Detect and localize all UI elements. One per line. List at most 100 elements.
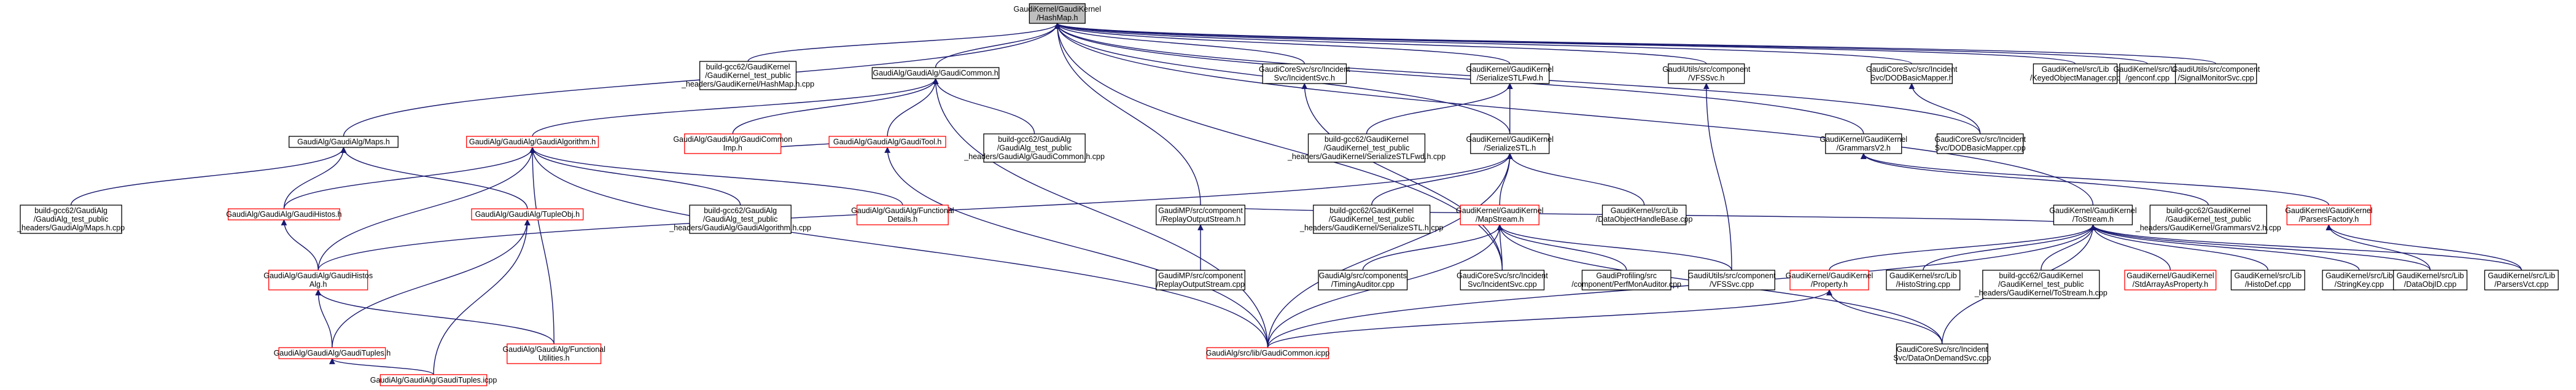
node-n29[interactable]: build-gcc62/GaudiKernel/GaudiKernel_test… <box>2135 205 2281 234</box>
edge-n9-to-root <box>1054 23 2217 64</box>
node-label-line: GaudiUtils/src/component <box>1662 65 1751 74</box>
edge-n35-to-n26 <box>1496 224 1627 271</box>
node-n11[interactable]: GaudiAlg/GaudiAlg/GaudiAlgorithm.h <box>466 136 599 148</box>
node-box <box>466 136 599 148</box>
node-label-line: /SerializeSTLFwd.h <box>1477 74 1543 82</box>
node-n33[interactable]: GaudiAlg/src/components/TimingAuditor.cp… <box>1318 270 1408 291</box>
node-box <box>1825 133 1902 154</box>
node-n48[interactable]: GaudiCoreSvc/src/IncidentSvc/DataOnDeman… <box>1893 343 1991 364</box>
node-label-line: GaudiKernel/GaudiKernel <box>1466 135 1554 144</box>
node-n24[interactable]: GaudiMP/src/component/ReplayOutputStream… <box>1156 205 1245 225</box>
node-box <box>1886 270 1961 291</box>
node-box <box>1470 63 1550 84</box>
node-label-line: /GaudiKernel_test_public <box>1998 280 2084 289</box>
node-label-line: GaudiCoreSvc/src/Incident <box>1866 65 1958 74</box>
node-label-line: /TimingAuditor.cpp <box>1331 280 1395 289</box>
node-n32[interactable]: GaudiMP/src/component/ReplayOutputStream… <box>1156 270 1245 291</box>
node-box <box>2393 270 2468 291</box>
node-n2[interactable]: GaudiAlg/GaudiAlg/GaudiCommon.h <box>871 67 1000 79</box>
node-n21[interactable]: GaudiAlg/GaudiAlg/TupleObj.h <box>471 208 584 220</box>
edge-n47-to-n11 <box>529 147 1269 348</box>
node-n49[interactable]: GaudiAlg/GaudiAlg/GaudiTuples.icpp <box>370 374 497 386</box>
node-label-line: Svc/DataOnDemandSvc.cpp <box>1893 354 1991 362</box>
edge-n12-to-n2 <box>732 78 939 135</box>
edge-n7-to-root <box>1054 23 2076 64</box>
node-n6[interactable]: GaudiCoreSvc/src/IncidentSvc/DODBasicMap… <box>1866 63 1958 84</box>
edge-n47-to-n28 <box>1267 224 2096 348</box>
node-n41[interactable]: GaudiKernel/src/Lib/HistoDef.cpp <box>2230 270 2305 291</box>
node-label-line: /MapStream.h <box>1476 215 1524 224</box>
node-n35[interactable]: GaudiProfiling/src/component/PerfMonAudi… <box>1571 270 1681 291</box>
node-n30[interactable]: GaudiKernel/GaudiKernel/ParsersFactory.h <box>2285 205 2373 225</box>
node-box <box>227 208 340 220</box>
node-label-line: GaudiCoreSvc/src/Incident <box>1896 345 1988 354</box>
node-box <box>379 374 488 386</box>
node-box <box>278 347 386 359</box>
node-label-line: build-gcc62/GaudiKernel <box>706 63 790 71</box>
node-label-line: /GaudiAlg_test_public <box>997 144 1072 152</box>
node-n9[interactable]: GaudiUtils/src/component/SignalMonitorSv… <box>2172 63 2260 84</box>
node-root[interactable]: GaudiKernel/GaudiKernel/HashMap.h <box>1014 3 1101 24</box>
node-n16[interactable]: GaudiKernel/GaudiKernel/SerializeSTL.h <box>1466 133 1554 154</box>
node-label-line: GaudiAlg/GaudiAlg/Functional <box>851 206 954 215</box>
node-label-line: GaudiKernel/GaudiKernel <box>1456 206 1543 215</box>
node-box <box>1029 3 1086 24</box>
node-label-line: GaudiKernel/GaudiKernel <box>1786 271 1873 280</box>
edge-n2-to-root <box>935 23 1060 68</box>
node-label-line: Svc/IncidentSvc.h <box>1274 74 1335 82</box>
node-label-line: /VFSSvc.cpp <box>1710 280 1754 289</box>
node-n18[interactable]: GaudiCoreSvc/src/IncidentSvc/DODBasicMap… <box>1934 133 2026 154</box>
node-n13[interactable]: GaudiAlg/GaudiAlg/GaudiTool.h <box>828 136 946 148</box>
node-label-line: GaudiAlg/GaudiAlg/Maps.h <box>297 138 390 146</box>
node-n15[interactable]: build-gcc62/GaudiKernel/GaudiKernel_test… <box>1287 133 1446 163</box>
node-n14[interactable]: build-gcc62/GaudiAlg/GaudiAlg_test_publi… <box>963 133 1105 163</box>
node-n38[interactable]: GaudiKernel/src/Lib/HistoString.cpp <box>1886 270 1961 291</box>
node-n22[interactable]: build-gcc62/GaudiAlg/GaudiAlg_test_publi… <box>669 205 811 234</box>
node-n47[interactable]: GaudiAlg/src/lib/GaudiCommon.icpp <box>1206 347 1330 359</box>
edge-n28-to-root <box>1054 23 2094 206</box>
edge-n29-to-n17 <box>1860 153 2209 206</box>
node-n42[interactable]: GaudiKernel/src/Lib/StringKey.cpp <box>2322 270 2397 291</box>
node-label-line: Svc/DODBasicMapper.cpp <box>1935 144 2026 152</box>
edge-n34-to-n26 <box>1496 224 1503 271</box>
node-n34[interactable]: GaudiCoreSvc/src/IncidentSvc/IncidentSvc… <box>1457 270 1548 291</box>
edge-n49-to-n45 <box>329 358 434 375</box>
edge-n46-to-n31 <box>315 289 555 345</box>
node-n40[interactable]: GaudiKernel/GaudiKernel/StdArrayAsProper… <box>2124 270 2217 291</box>
node-label-line: /HistoString.cpp <box>1896 280 1950 289</box>
node-box <box>1601 205 1687 225</box>
node-n4[interactable]: GaudiKernel/GaudiKernel/SerializeSTLFwd.… <box>1466 63 1554 84</box>
node-n1[interactable]: build-gcc62/GaudiKernel/GaudiKernel_test… <box>681 61 814 90</box>
edge-n46-to-n11 <box>529 147 555 345</box>
node-n37[interactable]: GaudiKernel/GaudiKernel/Property.h <box>1786 270 1873 291</box>
node-n28[interactable]: GaudiKernel/GaudiKernel/ToStream.h <box>2049 205 2137 225</box>
node-n8[interactable]: GaudiKernel/src/Util/genconf.cpp <box>2114 63 2182 84</box>
node-n10[interactable]: GaudiAlg/GaudiAlg/Maps.h <box>289 136 399 148</box>
node-n7[interactable]: GaudiKernel/src/Lib/KeyedObjectManager.c… <box>2030 63 2120 84</box>
node-n17[interactable]: GaudiKernel/GaudiKernel/GrammarsV2.h <box>1820 133 1907 154</box>
node-n36[interactable]: GaudiUtils/src/component/VFSSvc.cpp <box>1688 270 1776 291</box>
node-label-line: /GaudiKernel_test_public <box>1329 215 1415 224</box>
node-n45[interactable]: GaudiAlg/GaudiAlg/GaudiTuples.h <box>274 347 391 359</box>
node-box <box>1581 270 1671 291</box>
node-label-line: /Property.h <box>1811 280 1848 289</box>
node-n26[interactable]: GaudiKernel/GaudiKernel/MapStream.h <box>1456 205 1543 225</box>
node-label-line: /SignalMonitorSvc.cpp <box>2178 74 2254 82</box>
node-n3[interactable]: GaudiCoreSvc/src/IncidentSvc/IncidentSvc… <box>1259 63 1350 84</box>
edge-n25-to-n16 <box>1371 153 1513 206</box>
node-n43[interactable]: GaudiKernel/src/Lib/DataObjID.cpp <box>2393 270 2468 291</box>
node-n20[interactable]: GaudiAlg/GaudiAlg/GaudiHistos.h <box>226 208 342 220</box>
node-n39[interactable]: build-gcc62/GaudiKernel/GaudiKernel_test… <box>1974 270 2107 299</box>
node-n44[interactable]: GaudiKernel/src/Lib/ParsersVct.cpp <box>2484 270 2559 291</box>
node-n25[interactable]: build-gcc62/GaudiKernel/GaudiKernel_test… <box>1299 205 1444 234</box>
node-n27[interactable]: GaudiKernel/src/Lib/DataObjectHandleBase… <box>1596 205 1693 225</box>
node-label-line: /KeyedObjectManager.cpp <box>2030 74 2120 82</box>
node-label-line: GaudiKernel/GaudiKernel <box>2285 206 2372 215</box>
node-n5[interactable]: GaudiUtils/src/component/VFSSvc.h <box>1662 63 1751 84</box>
node-n19[interactable]: build-gcc62/GaudiAlg/GaudiAlg_test_publi… <box>17 205 125 234</box>
